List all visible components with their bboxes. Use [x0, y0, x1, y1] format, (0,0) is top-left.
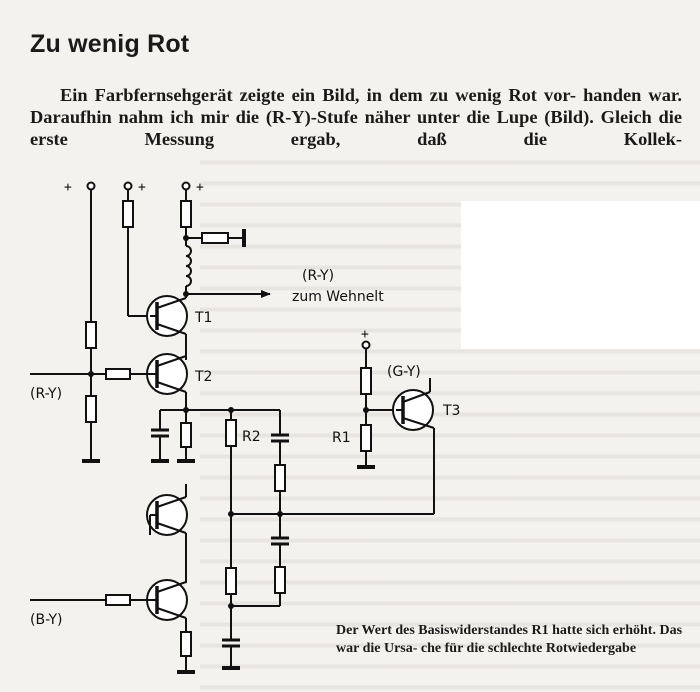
figure-caption: Der Wert des Basiswiderstandes R1 hatte …: [336, 622, 682, 658]
intro-paragraph: Ein Farbfernsehgerät zeigte ein Bild, in…: [30, 84, 682, 172]
gy-input-label: (G-Y): [387, 364, 421, 380]
supply-plus-right: +: [196, 180, 204, 195]
supply-plus-left: +: [64, 180, 72, 195]
ry-input-label: (R-Y): [30, 386, 62, 402]
damping-resistor: [201, 232, 229, 244]
blank-panel: [461, 201, 700, 349]
by-input-label: (B-Y): [30, 612, 62, 628]
r2-resistor: [225, 419, 237, 447]
transistor-b-lower: [130, 579, 188, 621]
article-heading: Zu wenig Rot: [30, 30, 190, 58]
caption-line-2: hatte sich erhöht. Das war die Ursa-: [336, 623, 683, 656]
t2-emitter-resistor: [180, 422, 192, 448]
supply-plus-mid: +: [138, 180, 146, 195]
t3-label: T3: [442, 403, 460, 419]
transistor-t2: [130, 353, 188, 395]
t3-base-resistor-upper: [360, 367, 372, 395]
supply-terminal-mid: [123, 181, 133, 201]
supply-terminal-t3: [361, 340, 371, 368]
ladder-resistor-lower: [274, 566, 286, 594]
intro-line-1: Ein Farbfernsehgerät zeigte ein Bild, in…: [60, 85, 576, 105]
bias-resistor-upper: [85, 321, 97, 349]
peaking-coil: [185, 245, 192, 287]
intro-line-2: handen war. Daraufhin nahm ich mir die (…: [30, 85, 682, 127]
r1-label: R1: [332, 430, 351, 446]
output-target-label: zum Wehnelt: [292, 289, 384, 305]
caption-line-3: che für die schlechte Rotwiedergabe: [420, 641, 637, 656]
r1-resistor: [360, 424, 372, 452]
b-emitter-resistor: [180, 631, 192, 657]
t2-label: T2: [194, 369, 212, 385]
transistor-t3: [392, 389, 435, 431]
bias-resistor-lower: [85, 395, 97, 423]
ry-input-resistor: [105, 368, 131, 380]
by-input-resistor: [105, 594, 131, 606]
t1-label: T1: [194, 310, 212, 326]
t1-base-resistor: [122, 200, 134, 228]
ladder-resistor-upper: [274, 464, 286, 492]
r2-lower-resistor: [225, 567, 237, 595]
output-signal-label: (R-Y): [302, 268, 334, 284]
transistor-b-upper: [146, 494, 188, 536]
collector-resistor: [180, 200, 192, 228]
r2-label: R2: [242, 429, 261, 445]
supply-terminal-left: [86, 181, 96, 322]
supply-plus-t3: +: [361, 327, 369, 342]
transistor-t1: [146, 295, 188, 337]
supply-terminal-right: [181, 181, 191, 201]
caption-line-1: Der Wert des Basiswiderstandes R1: [336, 623, 549, 638]
intro-line-3: die Lupe (Bild). Gleich die erste Messun…: [30, 107, 682, 149]
